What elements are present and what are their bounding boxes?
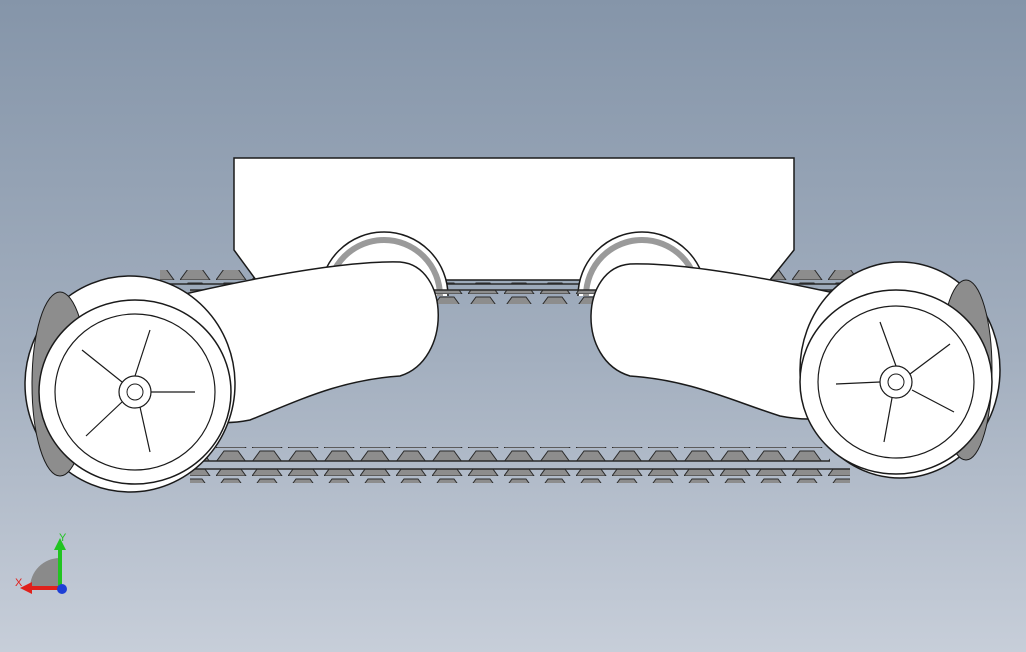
chassis-body[interactable]: [233, 157, 795, 281]
y-axis-arrow-icon: [54, 538, 66, 588]
lower-track-run: [180, 447, 850, 483]
y-axis-label: Y: [59, 532, 67, 544]
x-axis-arrow-icon: [20, 582, 60, 594]
axis-triad: Y X: [12, 532, 76, 598]
x-axis-label: X: [15, 577, 23, 589]
front-left-wheel[interactable]: [24, 275, 236, 493]
triad-shading: [30, 558, 60, 588]
z-axis-dot-icon: [57, 584, 67, 594]
rear-right-wheel[interactable]: [799, 261, 1001, 479]
